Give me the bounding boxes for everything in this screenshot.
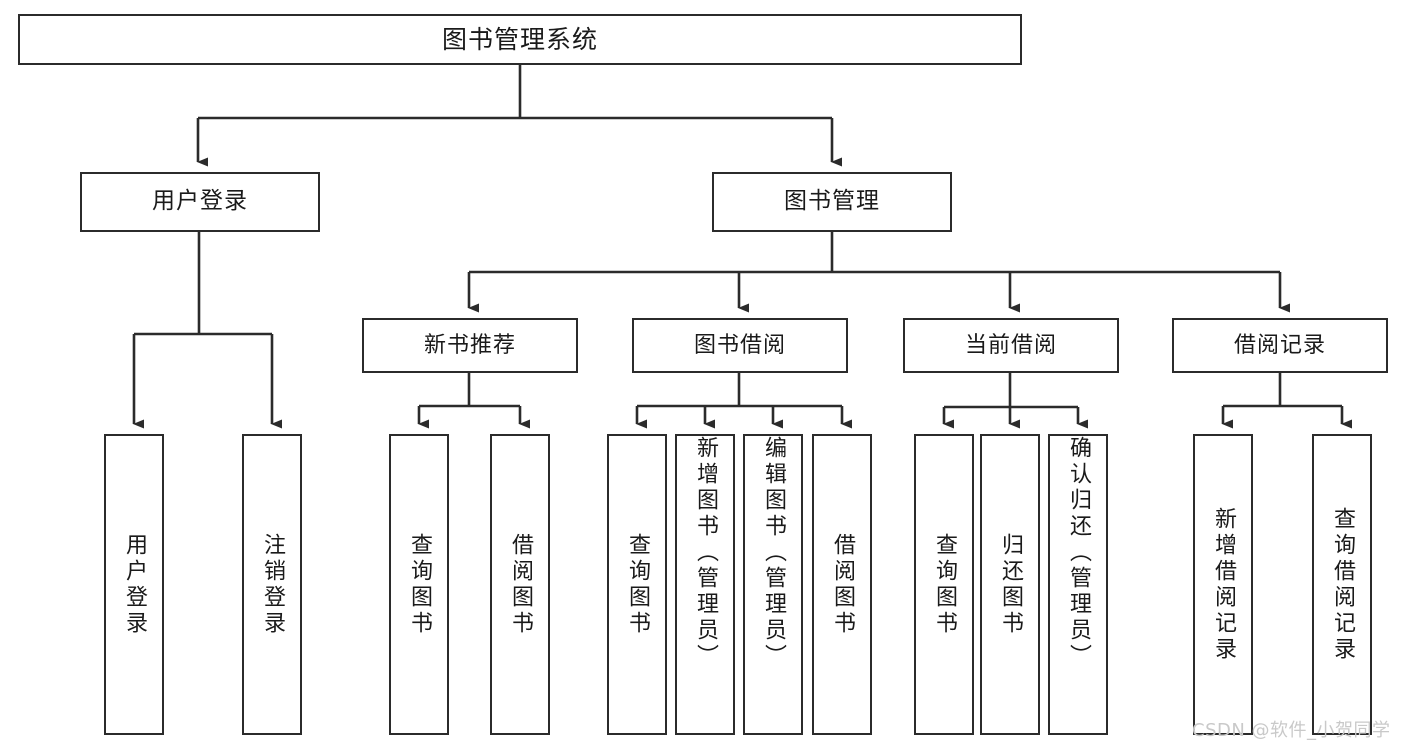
node-leaf-borrow-book-2-label: 借阅图书 [830,532,855,637]
node-leaf-edit-book-admin-label: 编辑图书（管理员） [761,436,786,670]
node-leaf-return-book-label: 归还图书 [998,532,1023,637]
node-leaf-borrow-book-2[interactable]: 借阅图书 [812,434,872,735]
node-leaf-query-book-3[interactable]: 查询图书 [914,434,974,735]
node-leaf-borrow-book-1-label: 借阅图书 [508,532,533,637]
edges-borrow-record-group [1221,373,1352,429]
node-leaf-add-book-admin[interactable]: 新增图书（管理员） [675,434,735,735]
edges-book-manage-group [467,232,1290,313]
node-user-login-label: 用户登录 [152,188,248,215]
node-leaf-add-borrow-record-label: 新增借阅记录 [1211,506,1236,663]
node-leaf-user-login-label: 用户登录 [122,532,147,637]
edges-book-borrow-group [635,373,852,429]
node-book-manage-label: 图书管理 [784,188,880,215]
node-leaf-query-book-3-label: 查询图书 [932,532,957,637]
node-leaf-confirm-return-admin-label: 确认归还（管理员） [1066,436,1091,670]
node-leaf-add-book-admin-label: 新增图书（管理员） [693,436,718,670]
watermark-text: CSDN @软件_小贺同学 [1192,720,1391,741]
node-leaf-return-book[interactable]: 归还图书 [980,434,1040,735]
node-leaf-add-borrow-record[interactable]: 新增借阅记录 [1193,434,1253,735]
node-leaf-query-borrow-record-label: 查询借阅记录 [1330,506,1355,663]
node-leaf-query-book-1[interactable]: 查询图书 [389,434,449,735]
node-leaf-borrow-book-1[interactable]: 借阅图书 [490,434,550,735]
node-root-system[interactable]: 图书管理系统 [18,14,1022,65]
node-leaf-user-login[interactable]: 用户登录 [104,434,164,735]
node-leaf-query-borrow-record[interactable]: 查询借阅记录 [1312,434,1372,735]
edges-new-book-group [417,373,530,429]
node-new-book-recommend-label: 新书推荐 [423,332,516,358]
edges-current-borrow-group [942,373,1088,429]
node-leaf-query-book-1-label: 查询图书 [407,532,432,637]
node-current-borrow[interactable]: 当前借阅 [903,318,1119,373]
node-book-borrow-label: 图书借阅 [693,332,786,358]
node-leaf-logout-login[interactable]: 注销登录 [242,434,302,735]
edges-user-login-group [132,232,282,429]
node-borrow-record-label: 借阅记录 [1233,332,1326,358]
node-leaf-query-book-2-label: 查询图书 [625,532,650,637]
node-borrow-record[interactable]: 借阅记录 [1172,318,1388,373]
node-leaf-query-book-2[interactable]: 查询图书 [607,434,667,735]
node-book-borrow[interactable]: 图书借阅 [632,318,848,373]
node-new-book-recommend[interactable]: 新书推荐 [362,318,578,373]
node-user-login[interactable]: 用户登录 [80,172,320,232]
node-leaf-edit-book-admin[interactable]: 编辑图书（管理员） [743,434,803,735]
edges-level-1 [196,65,842,167]
node-book-manage[interactable]: 图书管理 [712,172,952,232]
node-leaf-logout-login-label: 注销登录 [260,532,285,637]
node-leaf-confirm-return-admin[interactable]: 确认归还（管理员） [1048,434,1108,735]
node-root-system-label: 图书管理系统 [441,24,598,54]
node-current-borrow-label: 当前借阅 [964,332,1057,358]
